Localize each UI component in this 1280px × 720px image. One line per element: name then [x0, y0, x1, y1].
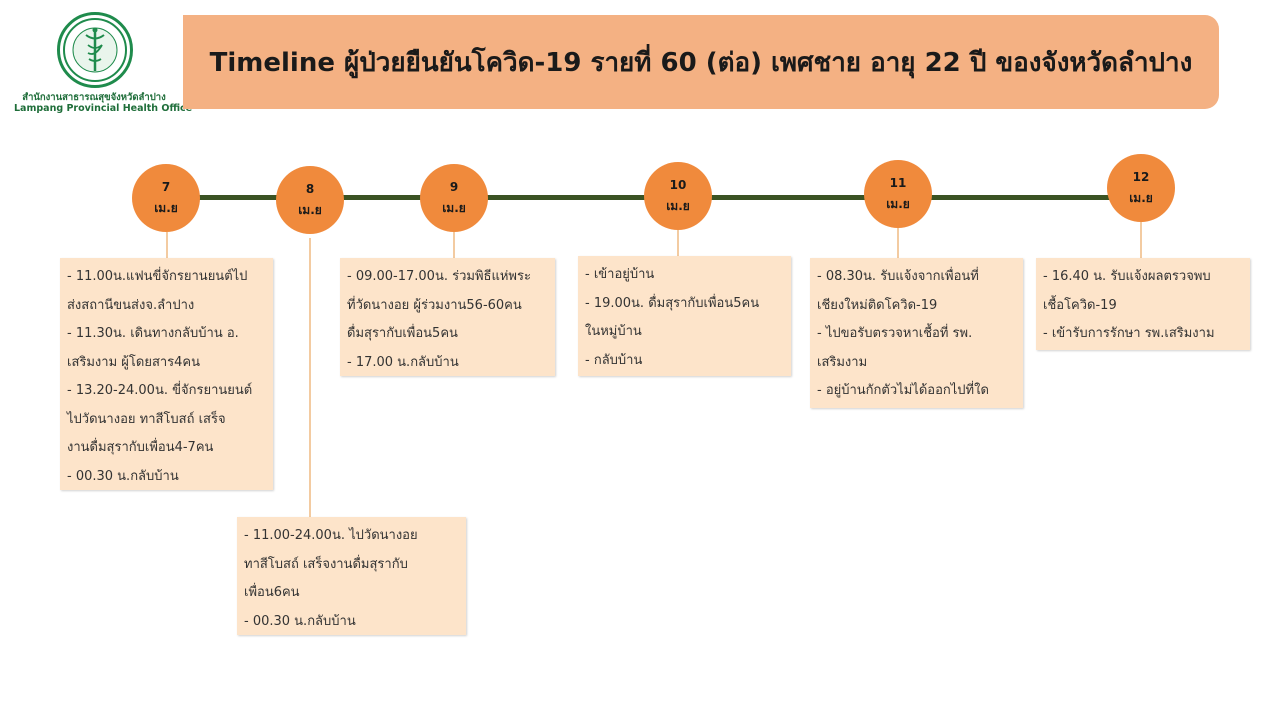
event-line: - 19.00น. ดื่มสุรากับเพื่อน5คน	[585, 295, 760, 311]
connector-day-11	[897, 228, 899, 258]
event-line: - 11.00-24.00น. ไปวัดนางอย	[244, 528, 418, 543]
event-line: ทาสีโบสถ์ เสร็จงานดื่มสุรากับ	[244, 556, 408, 572]
connector-day-8	[309, 238, 311, 518]
node-month: เม.ย	[666, 199, 690, 213]
event-card-day-10: - เข้าอยู่บ้าน - 19.00น. ดื่มสุรากับเพื่…	[578, 256, 791, 376]
event-line: เสริมงาม	[817, 354, 868, 370]
event-line: - 00.30 น.กลับบ้าน	[67, 468, 179, 484]
event-line: - 17.00 น.กลับบ้าน	[347, 354, 459, 370]
connector-day-7	[166, 232, 168, 258]
event-line: - ไปขอรับตรวจหาเชื้อที่ รพ.	[817, 326, 973, 341]
node-day: 12	[1132, 170, 1150, 184]
event-line: ในหมู่บ้าน	[585, 324, 642, 339]
logo: สำนักงานสาธารณสุขจังหวัดลำปาง Lampang Pr…	[14, 10, 193, 115]
event-line: - กลับบ้าน	[585, 352, 643, 368]
event-card-day-8: - 11.00-24.00น. ไปวัดนางอย ทาสีโบสถ์ เสร…	[237, 517, 466, 635]
event-line: ที่วัดนางอย ผู้ร่วมงาน56-60คน	[347, 297, 522, 313]
node-day: 9	[449, 180, 459, 194]
event-line: - 09.00-17.00น. ร่วมพิธีแห่พระ	[347, 269, 531, 284]
timeline-node-day-9: 9 เม.ย	[420, 164, 488, 232]
title-banner: Timeline ผู้ป่วยยืนยันโควิด-19 รายที่ 60…	[183, 15, 1219, 109]
node-month: เม.ย	[886, 197, 910, 211]
event-line: - 00.30 น.กลับบ้าน	[244, 613, 356, 629]
event-card-day-7: - 11.00น.แฟนขี่จักรยานยนต์ไป ส่งสถานีขนส…	[60, 258, 273, 490]
ministry-seal-icon	[57, 12, 133, 88]
event-line: ไปวัดนางอย ทาสีโบสถ์ เสร็จ	[67, 411, 226, 427]
node-month: เม.ย	[154, 201, 178, 215]
node-month: เม.ย	[442, 201, 466, 215]
node-day: 10	[669, 178, 687, 192]
event-line: ดื่มสุรากับเพื่อน5คน	[347, 326, 458, 341]
connector-day-9	[453, 232, 455, 258]
event-line: งานดื่มสุรากับเพื่อน4-7คน	[67, 440, 214, 455]
connector-day-10	[677, 230, 679, 256]
node-day: 8	[305, 182, 315, 196]
event-line: - อยู่บ้านกักตัวไม่ได้ออกไปที่ใด	[817, 383, 989, 398]
connector-day-12	[1140, 222, 1142, 258]
logo-name-th: สำนักงานสาธารณสุขจังหวัดลำปาง	[22, 92, 166, 103]
event-line: - 16.40 น. รับแจ้งผลตรวจพบ	[1043, 269, 1211, 284]
page-title: Timeline ผู้ป่วยยืนยันโควิด-19 รายที่ 60…	[209, 47, 1193, 78]
event-card-day-12: - 16.40 น. รับแจ้งผลตรวจพบ เชื้อโควิด-19…	[1036, 258, 1250, 350]
event-line: เพื่อน6คน	[244, 585, 300, 600]
timeline-node-day-10: 10 เม.ย	[644, 162, 712, 230]
event-card-day-9: - 09.00-17.00น. ร่วมพิธีแห่พระ ที่วัดนาง…	[340, 258, 555, 376]
event-line: - 11.00น.แฟนขี่จักรยานยนต์ไป	[67, 269, 248, 284]
event-line: - 13.20-24.00น. ขี่จักรยานยนต์	[67, 383, 253, 398]
timeline-node-day-12: 12 เม.ย	[1107, 154, 1175, 222]
logo-name-en: Lampang Provincial Health Office	[14, 103, 193, 114]
event-card-day-11: - 08.30น. รับแจ้งจากเพื่อนที่ เชียงใหม่ต…	[810, 258, 1023, 408]
node-day: 11	[889, 176, 907, 190]
timeline-node-day-8: 8 เม.ย	[276, 166, 344, 234]
node-month: เม.ย	[1129, 191, 1153, 205]
event-line: เสริมงาม ผู้โดยสาร4คน	[67, 354, 201, 370]
event-line: - 11.30น. เดินทางกลับบ้าน อ.	[67, 326, 239, 341]
event-line: ส่งสถานีขนส่งจ.ลำปาง	[67, 297, 195, 313]
event-line: เชียงใหม่ติดโควิด-19	[817, 297, 938, 313]
event-line: - 08.30น. รับแจ้งจากเพื่อนที่	[817, 269, 979, 284]
event-line: - เข้ารับการรักษา รพ.เสริมงาม	[1043, 326, 1215, 341]
timeline-node-day-7: 7 เม.ย	[132, 164, 200, 232]
timeline-node-day-11: 11 เม.ย	[864, 160, 932, 228]
event-line: - เข้าอยู่บ้าน	[585, 267, 655, 282]
node-month: เม.ย	[298, 203, 322, 217]
event-line: เชื้อโควิด-19	[1043, 297, 1117, 313]
node-day: 7	[161, 180, 171, 194]
